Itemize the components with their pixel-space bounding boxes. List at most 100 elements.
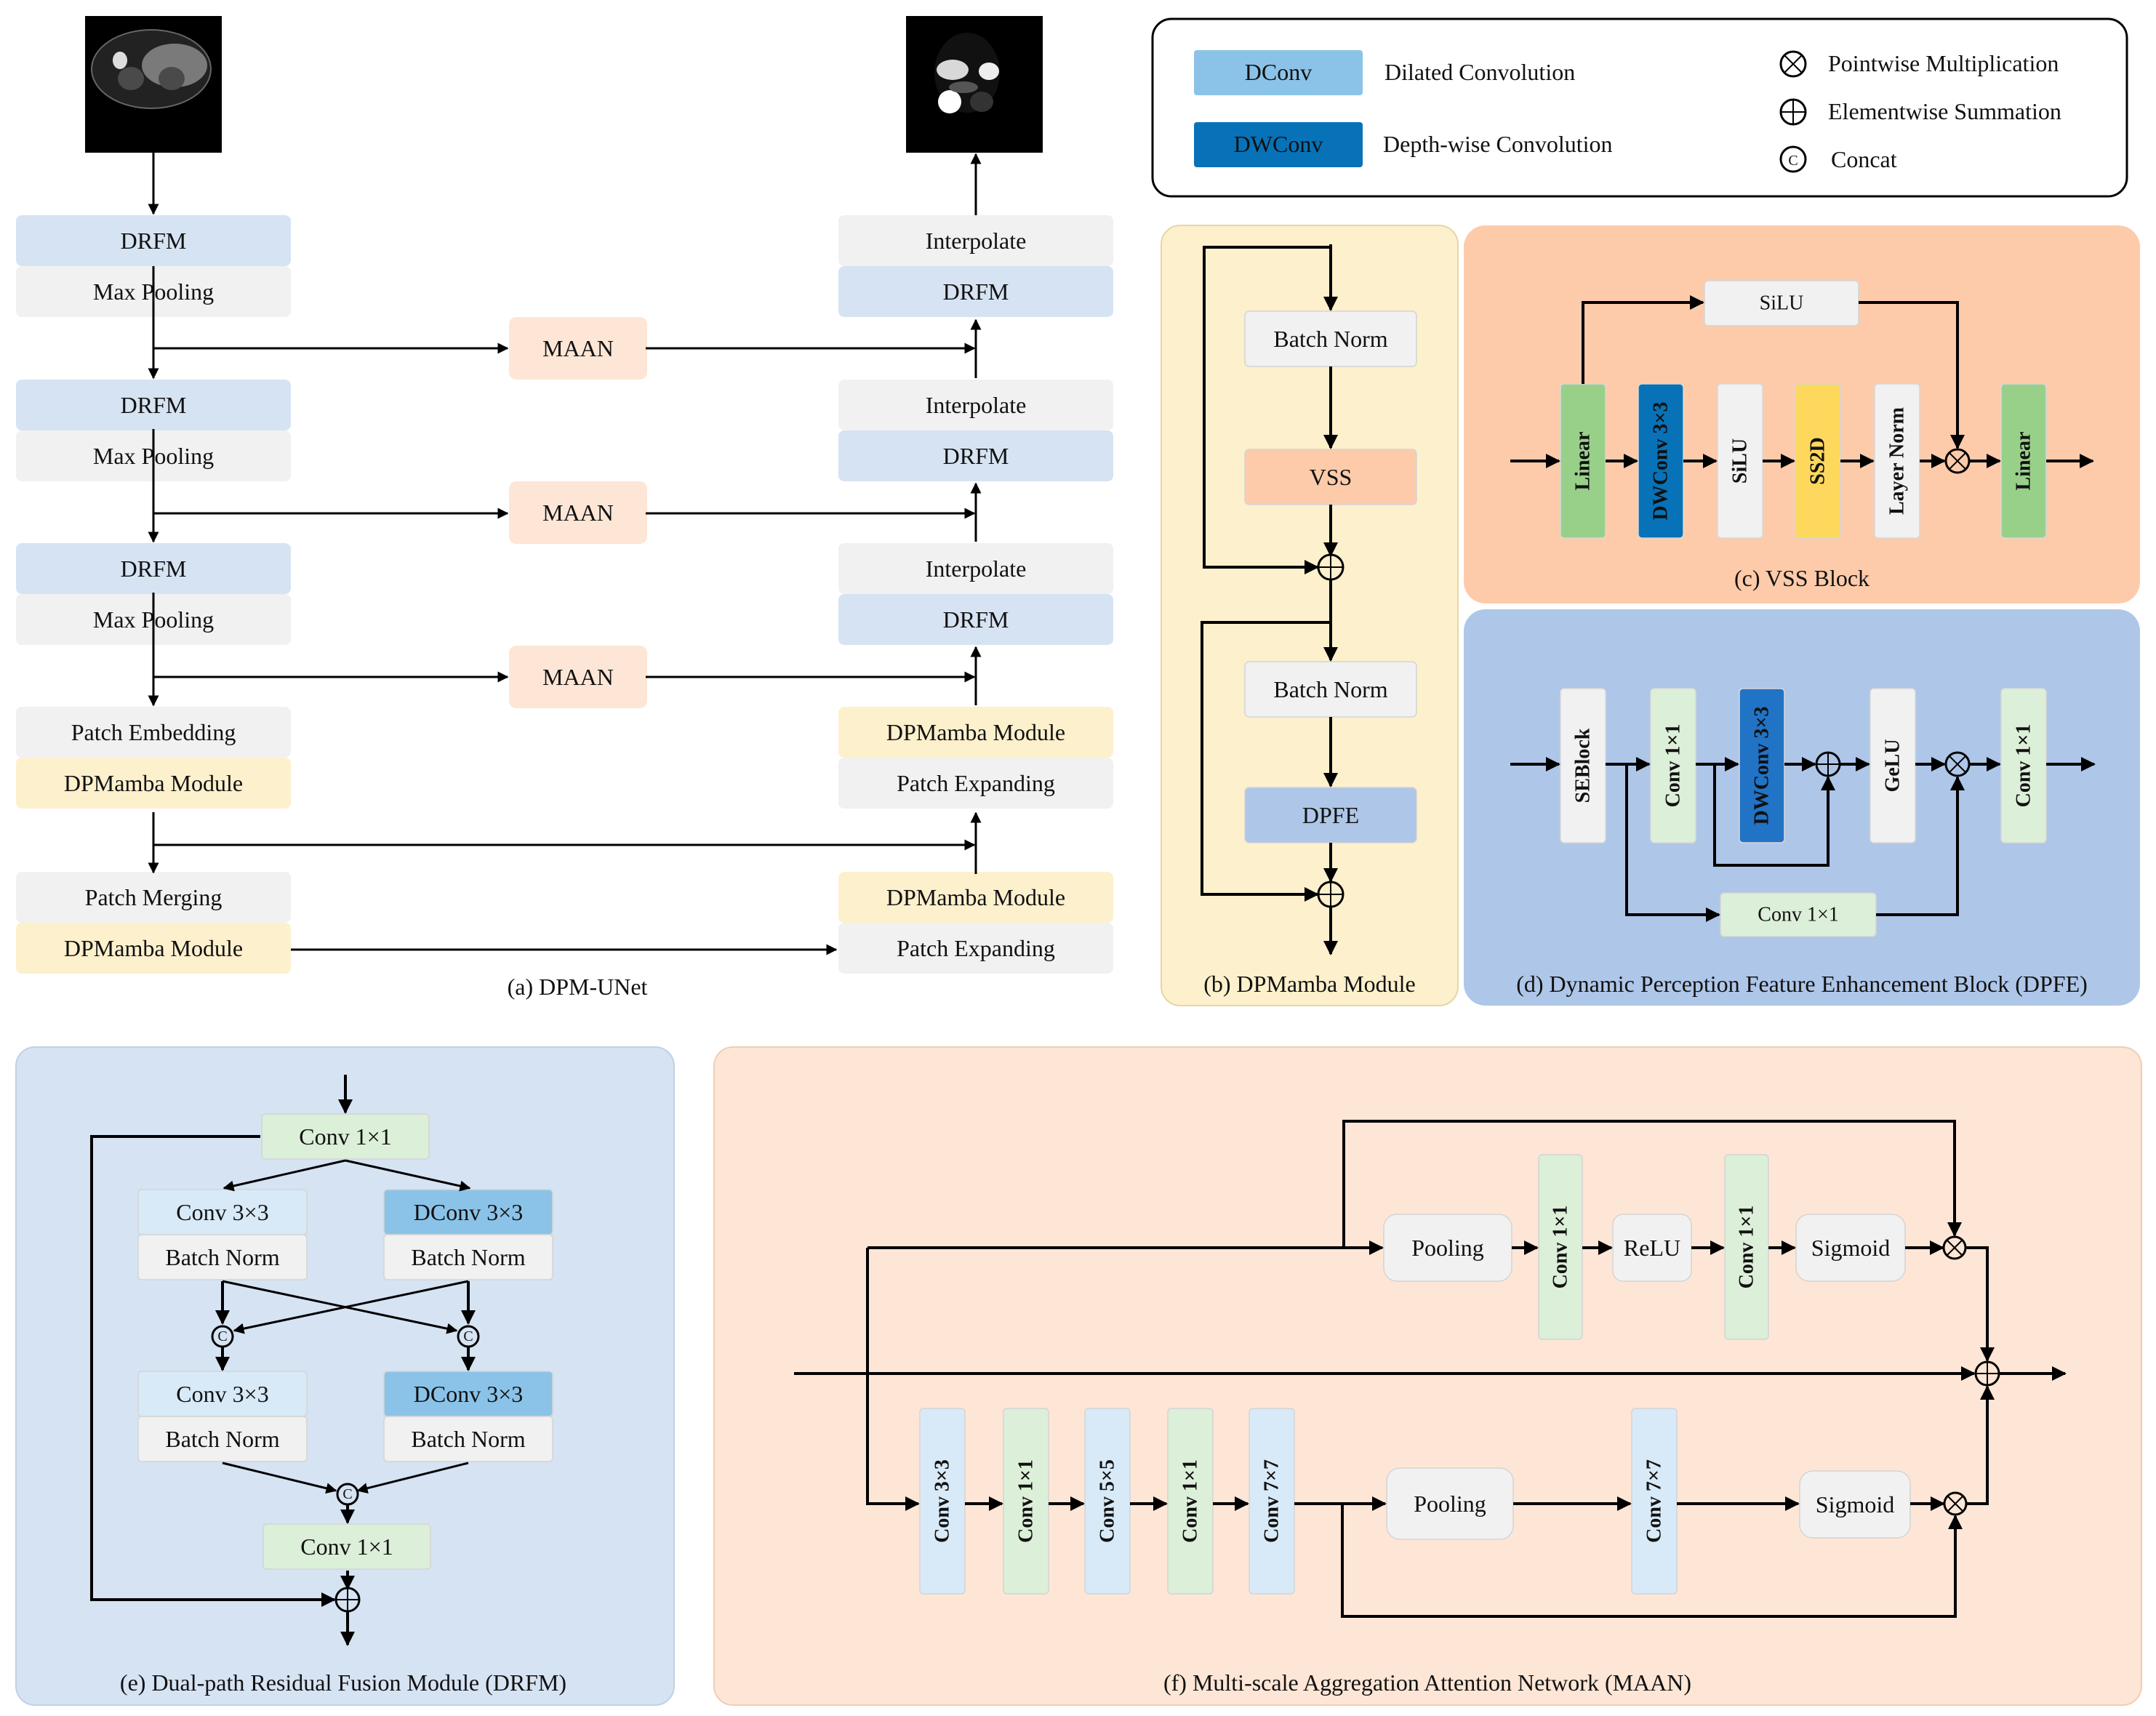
output-segmentation-mask [906, 16, 1043, 153]
vss-block-2-label: DWConv 3×3 [1650, 402, 1672, 521]
decoder-block-2-bottom-label: DRFM [943, 443, 1009, 469]
sum-icon [1317, 553, 1345, 581]
maan-bottom-conv-5: Conv 7×7 [1249, 1408, 1295, 1595]
dpfe-block-4-label: GeLU [1882, 739, 1904, 792]
drfm-left-bn1-label: Batch Norm [165, 1244, 279, 1270]
encoder-block-4-bottom-label: DPMamba Module [64, 770, 243, 796]
decoder-block-4-bottom-label: Patch Expanding [897, 770, 1055, 796]
drfm-conv-out: Conv 1×1 [263, 1523, 431, 1570]
sum-icon [1779, 98, 1807, 126]
maan-bottom-sigmoid-label: Sigmoid [1816, 1491, 1894, 1517]
decoder-block-4-bottom: Patch Expanding [838, 758, 1113, 809]
dpfe-block-1-label: SEBlock [1572, 728, 1595, 803]
dpfe-block-2-label: Conv 1×1 [1662, 724, 1685, 808]
dpmamba-vss-label: VSS [1310, 464, 1352, 490]
drfm-right-dconv1: DConv 3×3 [383, 1189, 553, 1235]
maan-bottom-conv-4-label: Conv 1×1 [1179, 1459, 1202, 1543]
vss-silu-gate-label: SiLU [1760, 292, 1804, 315]
dpfe-conv-bottom-label: Conv 1×1 [1758, 904, 1838, 926]
vss-block-6-label: Linear [2013, 432, 2035, 491]
legend-mult-desc: Pointwise Multiplication [1828, 50, 2059, 76]
legend-concat-desc: Concat [1831, 146, 1897, 172]
drfm-left-conv2-label: Conv 3×3 [176, 1381, 268, 1407]
legend-sum-desc: Elementwise Summation [1828, 98, 2061, 124]
decoder-block-1-bottom-label: DRFM [943, 278, 1009, 305]
decoder-block-1-top: Interpolate [838, 215, 1113, 266]
dpmamba-vss: VSS [1244, 449, 1417, 505]
maan-bottom-pooling: Pooling [1386, 1467, 1514, 1540]
encoder-block-5-top-label: Patch Merging [85, 884, 223, 910]
sum-icon [1317, 881, 1345, 908]
vss-silu-gate: SiLU [1704, 280, 1859, 326]
concat-icon: C [1779, 145, 1807, 173]
maan-top-conv1: Conv 1×1 [1538, 1154, 1583, 1340]
dpmamba-dpfe-label: DPFE [1302, 802, 1359, 828]
vss-block-5-label: Layer Norm [1886, 407, 1909, 515]
dpmamba-dpfe: DPFE [1244, 787, 1417, 843]
dpfe-block-1: SEBlock [1560, 688, 1606, 843]
maan-top-conv1-label: Conv 1×1 [1550, 1206, 1572, 1289]
maan-bottom-conv-2: Conv 1×1 [1003, 1408, 1049, 1595]
decoder-block-3-bottom-label: DRFM [943, 606, 1009, 633]
decoder-block-2-bottom: DRFM [838, 430, 1113, 481]
decoder-block-5-bottom: Patch Expanding [838, 923, 1113, 974]
drfm-conv-out-label: Conv 1×1 [300, 1533, 393, 1560]
decoder-block-3-bottom: DRFM [838, 594, 1113, 645]
drfm-right-dconv2-label: DConv 3×3 [414, 1381, 524, 1407]
drfm-left-conv2: Conv 3×3 [137, 1371, 308, 1417]
decoder-block-3-top-label: Interpolate [926, 556, 1027, 582]
encoder-block-2-top: DRFM [16, 380, 291, 430]
drfm-left-conv1: Conv 3×3 [137, 1189, 308, 1235]
maan-bottom-conv77: Conv 7×7 [1631, 1408, 1678, 1595]
vss-block-4: SS2D [1795, 383, 1841, 539]
maan-bottom-sigmoid: Sigmoid [1799, 1470, 1911, 1539]
drfm-right-bn2-label: Batch Norm [411, 1426, 525, 1452]
maan-top-sigmoid: Sigmoid [1795, 1214, 1906, 1282]
input-mri-image [85, 16, 222, 153]
maan-bottom-conv-1-label: Conv 3×3 [931, 1459, 954, 1543]
maan-skip-3-label: MAAN [542, 664, 614, 690]
encoder-block-5-top: Patch Merging [16, 872, 291, 923]
drfm-conv-in: Conv 1×1 [261, 1113, 430, 1160]
encoder-block-5-bottom-label: DPMamba Module [64, 935, 243, 961]
decoder-block-1-top-label: Interpolate [926, 228, 1027, 254]
vss-caption: (c) VSS Block [1734, 565, 1870, 591]
dpfe-block-5-label: Conv 1×1 [2013, 724, 2035, 808]
decoder-block-2-top: Interpolate [838, 380, 1113, 430]
vss-block-1: Linear [1560, 383, 1606, 539]
legend-dwconv-desc: Depth-wise Convolution [1383, 131, 1613, 157]
encoder-block-4-top-label: Patch Embedding [71, 719, 236, 745]
concat-glyph: C [342, 1486, 352, 1502]
drfm-left-bn1: Batch Norm [137, 1234, 308, 1280]
legend-panel: DConv Dilated Convolution DWConv Depth-w… [1151, 17, 2128, 198]
maan-bottom-conv-3: Conv 5×5 [1084, 1408, 1131, 1595]
legend-dwconv-chip [1194, 122, 1363, 167]
maan-top-sigmoid-label: Sigmoid [1811, 1235, 1890, 1261]
maan-bottom-conv-2-label: Conv 1×1 [1015, 1459, 1038, 1543]
sum-icon [1974, 1360, 2000, 1387]
drfm-right-bn2: Batch Norm [383, 1416, 553, 1462]
vss-block-2: DWConv 3×3 [1638, 383, 1684, 539]
maan-top-relu: ReLU [1612, 1214, 1692, 1282]
maan-bottom-conv77-label: Conv 7×7 [1643, 1459, 1666, 1543]
dpfe-block-5: Conv 1×1 [2000, 688, 2047, 843]
decoder-block-5-top-label: DPMamba Module [886, 884, 1065, 910]
multiply-icon [1779, 50, 1807, 78]
maan-skip-1-label: MAAN [542, 335, 614, 361]
maan-top-pooling: Pooling [1383, 1214, 1512, 1282]
dpfe-conv-bottom: Conv 1×1 [1720, 892, 1877, 937]
decoder-block-4-top-label: DPMamba Module [886, 719, 1065, 745]
dpmamba-batchnorm-2: Batch Norm [1244, 661, 1417, 718]
decoder-block-5-top: DPMamba Module [838, 872, 1113, 923]
encoder-block-1-top: DRFM [16, 215, 291, 266]
concat-glyph: C [463, 1328, 473, 1344]
decoder-block-5-bottom-label: Patch Expanding [897, 935, 1055, 961]
maan-bottom-conv-4: Conv 1×1 [1167, 1408, 1214, 1595]
vss-block-5: Layer Norm [1874, 383, 1920, 539]
maan-top-pooling-label: Pooling [1411, 1235, 1484, 1261]
